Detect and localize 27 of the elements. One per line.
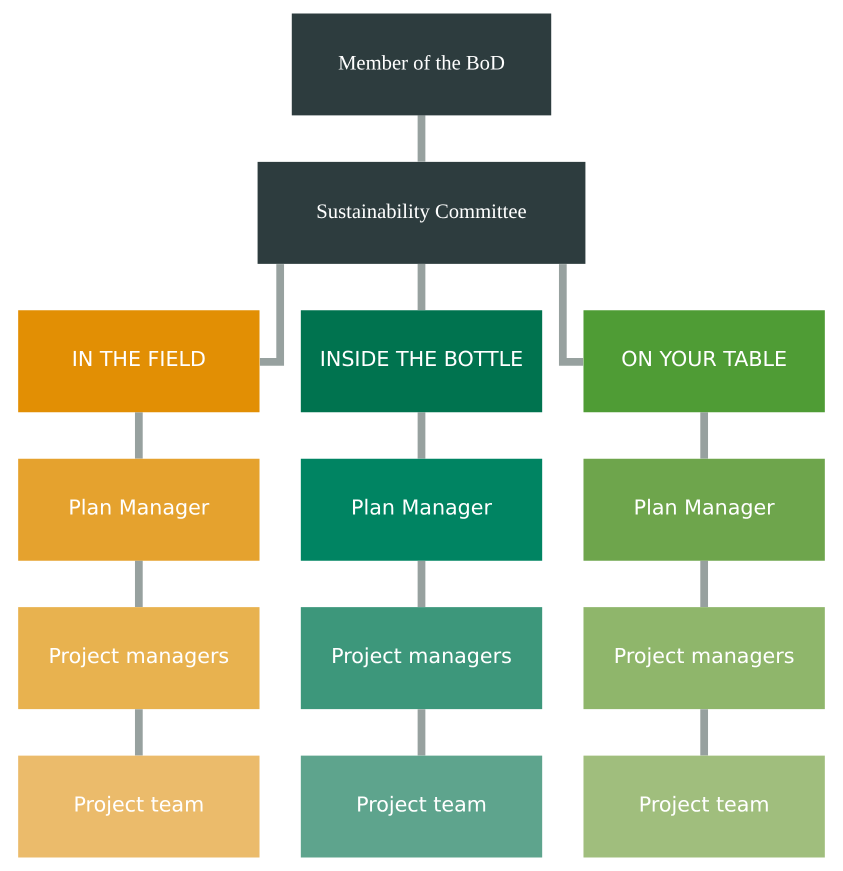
connector — [134, 709, 143, 756]
node-box: Project team — [18, 756, 260, 858]
connector — [700, 709, 708, 756]
connector — [418, 560, 426, 607]
node-box: Plan Manager — [300, 458, 542, 561]
node-box: INSIDE THE BOTTLE — [300, 310, 542, 412]
node-box: Member of the BoD — [292, 13, 552, 116]
node-box: Sustainability Committee — [258, 162, 586, 264]
connector — [558, 264, 584, 366]
node-box: Project team — [583, 756, 825, 858]
connector — [700, 412, 708, 459]
node-box: Plan Manager — [18, 458, 260, 561]
node-box: Plan Manager — [583, 458, 825, 561]
connector — [260, 264, 284, 366]
node-box: IN THE FIELD — [18, 310, 260, 412]
connector — [134, 412, 143, 459]
connector — [700, 560, 708, 607]
node-box: ON YOUR TABLE — [583, 310, 825, 412]
node-box: Project managers — [583, 607, 825, 710]
connector — [418, 709, 426, 756]
node-box: Project team — [300, 756, 542, 858]
node-box: Project managers — [300, 607, 542, 710]
node-box: Project managers — [18, 607, 260, 710]
connector — [418, 116, 426, 162]
connector — [134, 560, 143, 607]
connector — [418, 264, 426, 310]
connector — [418, 412, 426, 459]
